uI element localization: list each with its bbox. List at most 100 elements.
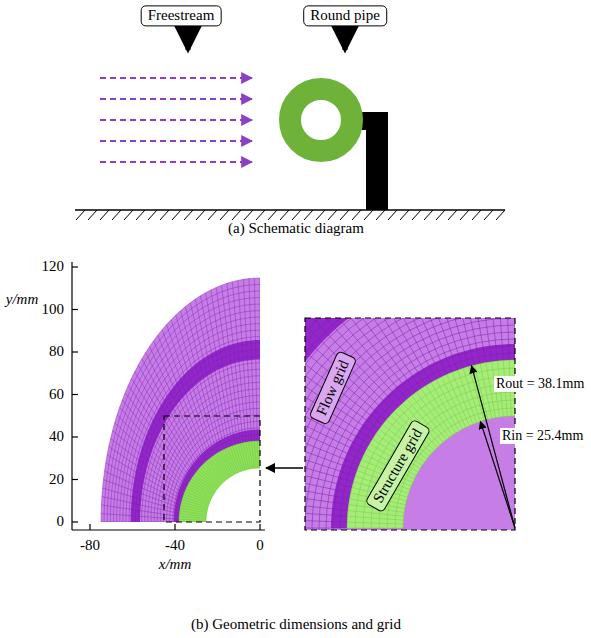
grid-line <box>305 318 407 399</box>
tick-label: 80 <box>49 343 64 360</box>
grid-line <box>190 303 224 450</box>
tick-label: 100 <box>42 301 65 318</box>
grid-line <box>305 318 515 530</box>
flow-grid-region <box>101 278 260 522</box>
tick-label: 40 <box>49 428 64 445</box>
dimension-label: Rin = 25.4mm <box>500 428 585 444</box>
grid-line <box>305 328 379 429</box>
callout-box: Round pipe <box>303 5 387 26</box>
grid-line <box>138 356 260 522</box>
hatch-stroke <box>496 210 505 220</box>
hatch-stroke <box>256 210 265 220</box>
hatch-stroke <box>136 210 145 220</box>
axes <box>72 262 265 530</box>
grid-line <box>347 360 515 530</box>
grid-line <box>173 428 260 522</box>
ground-hatch <box>76 210 505 220</box>
grid-line <box>101 278 260 522</box>
axis-title: x/mm <box>159 556 192 573</box>
tick-label: -80 <box>80 537 100 554</box>
hatch-stroke <box>292 210 301 220</box>
grid-line <box>109 447 183 497</box>
grid-line <box>101 513 179 519</box>
callout-box: Freestream <box>141 5 222 26</box>
hatch-stroke <box>172 210 181 220</box>
grid-line <box>179 514 206 517</box>
hatch-stroke <box>76 210 85 220</box>
hatch-stroke <box>160 210 169 220</box>
grid-line <box>154 389 260 522</box>
grid-line <box>232 282 246 443</box>
grid-line <box>458 370 477 423</box>
grid-line <box>158 335 208 460</box>
grid-line <box>145 369 260 522</box>
grid-dense-band <box>131 340 260 522</box>
grid-line <box>132 343 260 522</box>
grid-line <box>246 442 251 469</box>
hatch-stroke <box>268 210 277 220</box>
grid-line <box>305 319 383 425</box>
grid-line <box>224 449 236 473</box>
tick-label: 0 <box>256 537 264 554</box>
ground-line <box>75 209 505 211</box>
hatch-stroke <box>184 210 193 220</box>
grid-line <box>363 376 515 530</box>
hatch-stroke <box>316 210 325 220</box>
hatch-stroke <box>244 210 253 220</box>
hatch-stroke <box>388 210 397 220</box>
grid-line <box>200 468 220 486</box>
grid-line <box>176 434 260 522</box>
grid-line <box>305 318 515 530</box>
tick-label: 120 <box>42 258 65 275</box>
grid-line <box>326 339 515 530</box>
grid-line <box>163 408 260 522</box>
grid-line <box>305 412 357 471</box>
grid-line <box>235 445 243 471</box>
caption: (a) Schematic diagram <box>228 220 364 237</box>
grid-line <box>227 448 238 473</box>
tick-label: 20 <box>49 471 64 488</box>
grid-line <box>305 469 350 499</box>
grid-line <box>170 421 260 522</box>
grid-line <box>167 415 260 522</box>
zoom-arrow <box>266 467 303 469</box>
grid-line <box>333 346 515 530</box>
hatch-stroke <box>220 210 229 220</box>
grid-line <box>347 360 515 530</box>
grid-line <box>305 348 373 439</box>
zoom-box <box>164 416 260 522</box>
axis-title: y/mm <box>6 291 39 308</box>
freestream-arrows <box>100 78 252 162</box>
grid-line <box>232 446 241 471</box>
pipe-ring <box>290 89 352 151</box>
grid-line <box>469 367 484 421</box>
grid-line <box>243 279 251 441</box>
grid-line <box>222 450 235 474</box>
grid-line <box>179 516 206 518</box>
grid-line <box>305 318 515 530</box>
tick-label: 0 <box>57 513 65 530</box>
grid-line <box>135 350 260 522</box>
grid-line <box>142 363 260 522</box>
grid-line <box>113 304 260 522</box>
grid-line <box>179 441 260 522</box>
hatch-stroke <box>112 210 121 220</box>
hatch-stroke <box>460 210 469 220</box>
grid-line <box>305 318 515 530</box>
grid-line <box>107 291 260 522</box>
grid-line <box>180 508 207 513</box>
hatch-stroke <box>124 210 133 220</box>
structure-grid-region <box>179 441 260 522</box>
grid-line <box>181 505 207 511</box>
grid-line <box>305 318 515 530</box>
hatch-stroke <box>364 210 373 220</box>
hatch-stroke <box>436 210 445 220</box>
grid-line <box>355 368 515 530</box>
hatch-stroke <box>208 210 217 220</box>
grid-line <box>305 318 515 530</box>
grid-line <box>447 375 470 426</box>
grid-line <box>176 315 217 453</box>
structure-grid-region <box>347 360 515 528</box>
grid-line <box>186 489 211 500</box>
grid-line <box>431 383 459 431</box>
